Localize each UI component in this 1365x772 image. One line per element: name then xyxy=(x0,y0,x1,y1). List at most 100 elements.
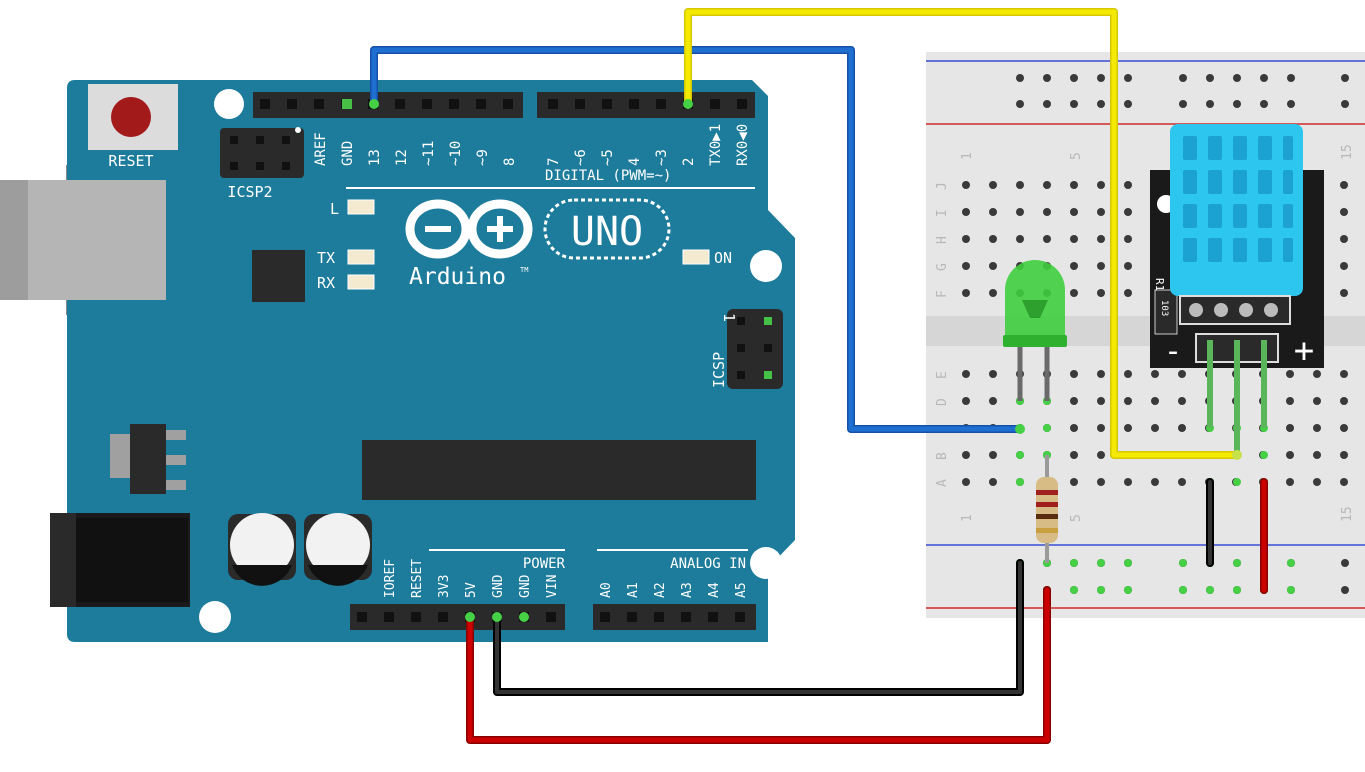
digital-pin-label: 2 xyxy=(681,158,697,166)
rail-hole xyxy=(1097,100,1105,108)
breadboard-hole xyxy=(1070,262,1078,270)
breadboard-hole xyxy=(962,451,970,459)
digital-pin-label: TX0▶1 xyxy=(708,124,724,166)
sensor-pins xyxy=(1179,295,1291,325)
breadboard-hole xyxy=(1124,235,1132,243)
analog-pin-label: A0 xyxy=(599,582,614,598)
resistor-band-4 xyxy=(1036,528,1058,533)
wire-red-5v xyxy=(467,587,1050,743)
mount-hole-bottom-left xyxy=(199,601,231,633)
breadboard-hole xyxy=(989,397,997,405)
digital-pin-label: 8 xyxy=(502,158,518,166)
breadboard-hole xyxy=(1043,235,1051,243)
rail-hole xyxy=(1287,74,1295,82)
uno-label: UNO xyxy=(571,209,643,255)
breadboard-hole xyxy=(962,235,970,243)
breadboard-hole xyxy=(1124,208,1132,216)
breadboard-hole xyxy=(989,289,997,297)
sensor-minus-label: - xyxy=(1164,334,1182,369)
breadboard-hole xyxy=(1178,424,1186,432)
analog-pin-label: A3 xyxy=(680,582,695,598)
reset-label: RESET xyxy=(108,152,153,170)
breadboard-hole xyxy=(1340,208,1348,216)
breadboard-hole xyxy=(989,181,997,189)
header-socket xyxy=(314,99,324,109)
sensor-grille xyxy=(1183,136,1293,262)
led-l-label: L xyxy=(330,200,339,218)
breadboard-hole xyxy=(962,478,970,486)
rail-hole xyxy=(1341,586,1349,594)
capacitor-right xyxy=(304,513,372,586)
header-socket xyxy=(600,612,610,622)
rail-hole xyxy=(1043,100,1051,108)
digital-pin-label: GND xyxy=(340,141,356,166)
icsp-label: ICSP xyxy=(710,352,728,388)
sensor-resistor xyxy=(1154,289,1178,335)
led-tx xyxy=(347,249,375,265)
icsp2-header xyxy=(220,127,304,178)
analog-header xyxy=(593,604,756,630)
sensor-plus-label: + xyxy=(1294,331,1314,371)
header-socket xyxy=(411,612,421,622)
header-socket xyxy=(575,99,585,109)
breadboard-hole xyxy=(1313,451,1321,459)
breadboard-hole xyxy=(1097,478,1105,486)
breadboard-hole xyxy=(1070,397,1078,405)
rail-hole xyxy=(1124,100,1132,108)
breadboard-hole xyxy=(1340,289,1348,297)
breadboard-hole xyxy=(989,478,997,486)
logo-minus xyxy=(425,226,451,232)
breadboard-hole xyxy=(1340,397,1348,405)
rail-hole xyxy=(1287,100,1295,108)
row-letter: E xyxy=(935,371,950,379)
breadboard-hole xyxy=(1124,478,1132,486)
breadboard-hole xyxy=(1178,478,1186,486)
breadboard-hole xyxy=(1070,289,1078,297)
breadboard-hole xyxy=(1340,181,1348,189)
rail-hole xyxy=(1260,100,1268,108)
breadboard-hole xyxy=(1151,478,1159,486)
breadboard-hole xyxy=(1070,208,1078,216)
col-number-1-bottom: 1 xyxy=(960,514,975,522)
power-pin-label: GND xyxy=(491,574,506,598)
breadboard-hole xyxy=(1097,181,1105,189)
row-letter: G xyxy=(935,263,950,271)
breadboard-hole xyxy=(1124,370,1132,378)
logo-plus-v xyxy=(497,216,503,242)
breadboard-hole xyxy=(1070,235,1078,243)
breadboard-hole xyxy=(1070,451,1078,459)
analog-pin-label: A1 xyxy=(626,582,641,598)
breadboard-hole xyxy=(1340,451,1348,459)
wire-black-gnd xyxy=(495,561,1022,694)
header-socket xyxy=(395,99,405,109)
breadboard-hole xyxy=(1340,424,1348,432)
led-rim xyxy=(1003,335,1067,347)
breadboard-hole xyxy=(989,262,997,270)
digital-header-label: DIGITAL (PWM=~) xyxy=(545,168,671,184)
digital-pin-label: 13 xyxy=(367,149,383,166)
arduino-wordmark: Arduino xyxy=(409,264,506,290)
breadboard-hole xyxy=(1178,397,1186,405)
breadboard-hole xyxy=(1070,478,1078,486)
capacitor-left xyxy=(228,513,296,586)
rail-hole xyxy=(1070,100,1078,108)
breadboard-hole xyxy=(1313,424,1321,432)
dc-power-jack xyxy=(50,513,190,607)
digital-pin-label: ~5 xyxy=(600,149,616,166)
header-socket xyxy=(384,612,394,622)
rail-hole xyxy=(1070,74,1078,82)
resistor-band-3 xyxy=(1036,514,1058,519)
header-socket xyxy=(476,99,486,109)
row-letter: I xyxy=(935,209,950,217)
breadboard-hole xyxy=(1313,478,1321,486)
breadboard-hole xyxy=(1124,397,1132,405)
breadboard-hole xyxy=(962,397,970,405)
mount-hole-top-left xyxy=(214,89,244,119)
breadboard-hole xyxy=(1043,208,1051,216)
led-tx-label: TX xyxy=(317,249,335,267)
rail-hole xyxy=(1341,74,1349,82)
reset-button[interactable] xyxy=(111,97,151,137)
